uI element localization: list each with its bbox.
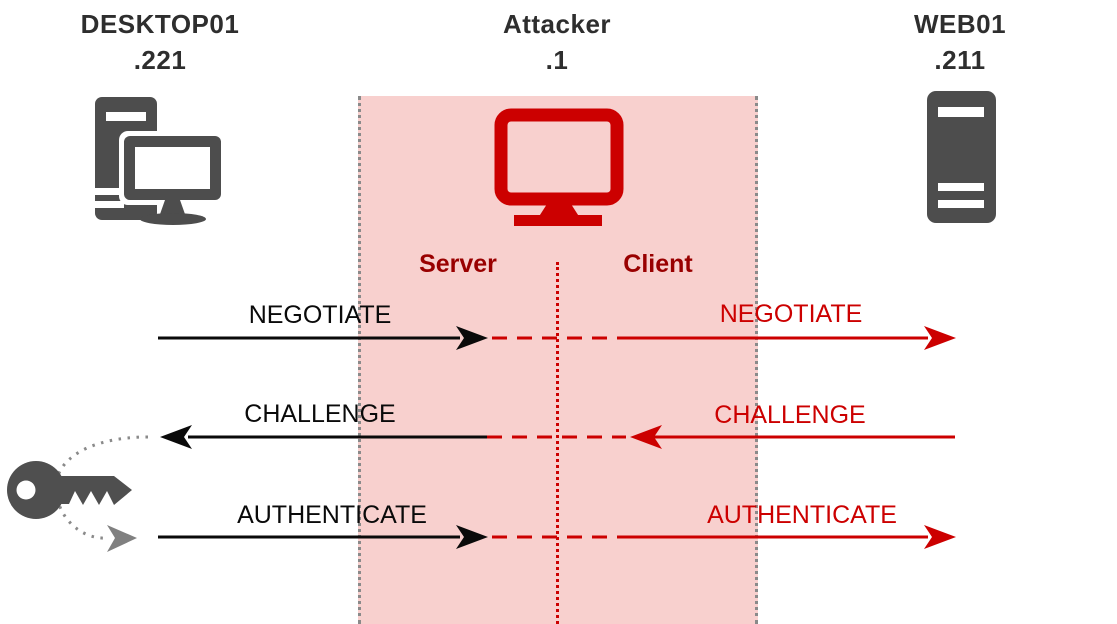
- authenticate-target-label: AUTHENTICATE: [707, 501, 897, 529]
- target-node-header: WEB01 .211: [850, 6, 1070, 78]
- attacker-server-role-label: Server: [419, 250, 497, 278]
- victim-node-header: DESKTOP01 .221: [50, 6, 270, 78]
- negotiate-victim-label: NEGOTIATE: [248, 301, 392, 329]
- attacker-client-role-label: Client: [623, 250, 693, 278]
- attacker-name: Attacker: [502, 9, 612, 39]
- attacker-zone-divider: [556, 262, 559, 624]
- challenge-target-label: CHALLENGE: [714, 401, 866, 429]
- target-name: WEB01: [913, 9, 1007, 39]
- victim-name: DESKTOP01: [80, 9, 240, 39]
- target-address: .211: [934, 45, 986, 75]
- negotiate-target-label: NEGOTIATE: [719, 300, 863, 328]
- desktop-computer-icon: [93, 95, 228, 230]
- victim-address: .221: [133, 45, 187, 75]
- key-icon: [7, 461, 132, 519]
- server-tower-icon: [926, 90, 998, 229]
- authenticate-victim-label: AUTHENTICATE: [237, 501, 427, 529]
- attacker-node-header: Attacker .1: [447, 6, 667, 78]
- monitor-icon: [494, 108, 624, 233]
- attacker-address: .1: [545, 45, 569, 75]
- challenge-victim-label: CHALLENGE: [244, 400, 396, 428]
